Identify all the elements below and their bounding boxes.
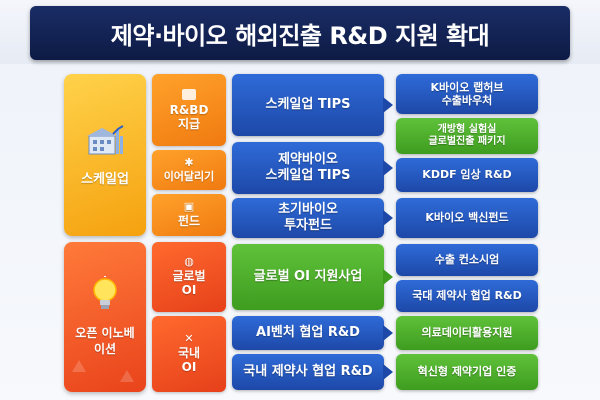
- detail-export-consortium: 수출 컨소시엄: [396, 244, 538, 276]
- detail-label: 국대 제약사 협업 R&D: [412, 289, 522, 303]
- program-label: 투자펀드: [284, 218, 332, 233]
- detail-label: 글로벌진출 패키지: [428, 136, 506, 147]
- program-label: 국내 제약사 협업 R&D: [243, 364, 373, 380]
- detail-label: 의료데이터활용지원: [421, 326, 513, 340]
- arrow-icon: [383, 325, 393, 341]
- program-label: 제약바이오: [278, 152, 338, 168]
- arrow-icon: [383, 210, 393, 226]
- program-early-bio-fund: 초기바이오 투자펀드: [232, 198, 384, 238]
- arrow-icon: [383, 269, 393, 285]
- handshake-icon: ✕: [184, 332, 194, 346]
- detail-open-lab: 개방형 실험실 글로벌진출 패키지: [396, 118, 538, 154]
- runner-icon: ✱: [184, 155, 194, 169]
- subcategory-domestic-oi: ✕ 국내 OI: [152, 316, 226, 392]
- program-label: 글로벌 OI 지원사업: [253, 269, 363, 285]
- detail-k-bio-vaccine-fund: K바이오 백신펀드: [396, 198, 538, 238]
- globe-icon: ◍: [184, 255, 194, 269]
- subcategory-label: OI: [181, 360, 197, 374]
- lab-building-icon: [85, 124, 125, 162]
- page-title: 제약·바이오 해외진출 R&D 지원 확대: [110, 21, 490, 50]
- detail-label: KDDF 임상 R&D: [422, 168, 512, 182]
- category-label: 스케일업: [81, 171, 129, 187]
- detail-label: 수출바우처: [441, 94, 493, 107]
- arrow-icon: [383, 97, 393, 113]
- program-label: 스케일업 TIPS: [265, 168, 351, 183]
- detail-label: 개방형 실험실: [437, 124, 497, 135]
- program-pharma-bio-scaleup-tips: 제약바이오 스케일업 TIPS: [232, 142, 384, 194]
- subcategory-label: R&BD: [169, 102, 209, 117]
- program-domestic-pharma-rd: 국내 제약사 협업 R&D: [232, 354, 384, 390]
- detail-medical-data: 의료데이터활용지원: [396, 316, 538, 350]
- arrow-icon: [383, 160, 393, 176]
- title-plate: 제약·바이오 해외진출 R&D 지원 확대: [30, 6, 570, 60]
- money-icon: ▣: [183, 200, 195, 214]
- program-ai-venture-rd: AI벤처 협업 R&D: [232, 316, 384, 350]
- program-scaleup-tips: 스케일업 TIPS: [232, 74, 384, 136]
- program-global-oi: 글로벌 OI 지원사업: [232, 244, 384, 310]
- program-label: AI벤처 협업 R&D: [256, 325, 360, 341]
- detail-label: K바이오 랩허브: [430, 80, 504, 94]
- detail-label: 혁신형 제약기업 인증: [417, 365, 517, 379]
- category-open-innovation: 오픈 이노베이션: [64, 242, 146, 392]
- subcategory-global-oi: ◍ 글로벌 OI: [152, 242, 226, 312]
- subcategory-rbd: R&BD 지급: [152, 74, 226, 146]
- document-icon: [182, 88, 196, 100]
- subcategory-label: 지급: [177, 116, 201, 131]
- subcategory-relay: ✱ 이어달리기: [152, 150, 226, 190]
- lightbulb-icon: [90, 276, 120, 318]
- subcategory-fund: ▣ 펀드: [152, 194, 226, 236]
- arrow-icon: [383, 364, 393, 380]
- category-label: 오픈 이노베이션: [75, 326, 135, 356]
- program-label: 스케일업 TIPS: [265, 97, 351, 113]
- detail-kddf-clinical: KDDF 임상 R&D: [396, 158, 538, 192]
- category-scaleup: 스케일업: [64, 74, 146, 236]
- subcategory-label: OI: [181, 283, 197, 297]
- detail-national-pharma-rd: 국대 제약사 협업 R&D: [396, 280, 538, 312]
- detail-innovative-pharma-cert: 혁신형 제약기업 인증: [396, 354, 538, 390]
- program-label: 초기바이오: [278, 202, 338, 218]
- subcategory-label: 펀드: [177, 214, 201, 229]
- detail-k-bio-labhub: K바이오 랩허브 수출바우처: [396, 74, 538, 114]
- detail-label: 수출 컨소시엄: [434, 253, 500, 267]
- subcategory-label: 글로벌: [172, 269, 206, 284]
- detail-label: K바이오 백신펀드: [425, 211, 509, 225]
- subcategory-label: 이어달리기: [163, 169, 215, 183]
- subcategory-label: 국내: [177, 346, 201, 361]
